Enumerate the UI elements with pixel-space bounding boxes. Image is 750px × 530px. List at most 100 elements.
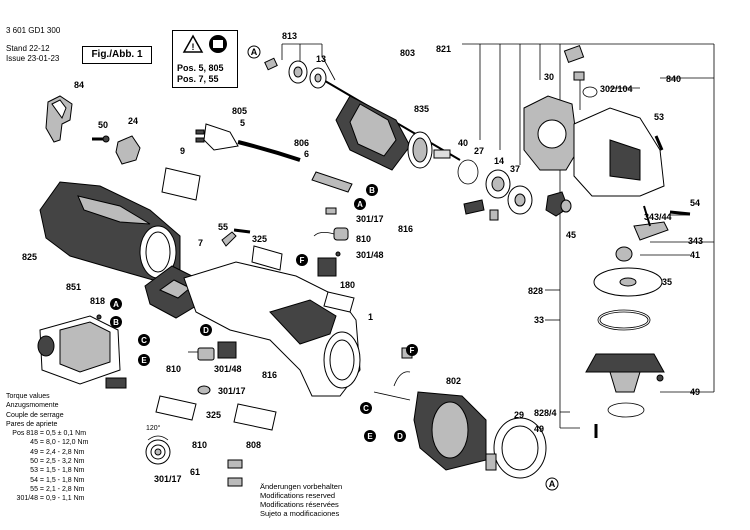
label-343: 343 (688, 236, 703, 246)
torque-heading-1: Torque values (6, 393, 50, 400)
label-61: 61 (190, 467, 200, 477)
torque-row: 301/48 =0,9 - 1,1 Nm (16, 495, 85, 503)
callout-B-left: B (113, 318, 119, 327)
torque-table: Torque values Anzugsmomente Couple de se… (6, 392, 88, 504)
label-301-17a: 301/17 (356, 214, 384, 224)
label-840: 840 (666, 74, 681, 84)
label-813: 813 (282, 31, 297, 41)
spindle-lock (563, 44, 598, 98)
label-803: 803 (400, 48, 415, 58)
issue-label: Issue (6, 54, 26, 63)
insulation-808 (233, 403, 277, 431)
label-802: 802 (446, 376, 461, 386)
callout-F-mid: F (300, 256, 305, 265)
label-816a: 816 (398, 224, 413, 234)
label-45: 45 (566, 230, 576, 240)
label-35: 35 (662, 277, 672, 287)
callout-B-mid: B (369, 186, 375, 195)
clip-301-17b (197, 385, 211, 395)
label-sheet-9 (161, 167, 201, 201)
bearing-37 (507, 185, 533, 215)
bracket-813 (281, 43, 336, 81)
motor-housing-825 (39, 181, 181, 283)
callout-A-mid: A (357, 200, 363, 209)
issue-line: Issue 23-01-23 (6, 54, 59, 64)
handle-housing-1 (183, 261, 361, 397)
ring-828-4 (607, 402, 645, 418)
label-180: 180 (340, 280, 355, 290)
electronics-module-851 (37, 314, 127, 389)
label-55: 55 (218, 222, 228, 232)
callout-D-right: D (397, 432, 403, 441)
cable-protector-806 (311, 171, 353, 193)
callout-D-left: D (203, 326, 209, 335)
gear-head-840 (573, 107, 665, 197)
bracket-7 (221, 231, 237, 247)
pos-line-1: Pos. 5, 805 (177, 63, 224, 73)
bolt-54 (669, 210, 691, 216)
label-49a: 49 (690, 387, 700, 397)
insulation-325a (251, 245, 283, 271)
warning-icon (182, 34, 204, 53)
callout-A-bottom: A (549, 479, 556, 489)
torque-heading-4: Pares de apriete (6, 420, 58, 428)
label-40: 40 (458, 138, 468, 148)
flange-35 (593, 267, 663, 297)
label-818: 818 (90, 296, 105, 306)
figure-label: Fig./Abb. 1 (82, 46, 152, 64)
note-en: Modifications reserved (260, 491, 336, 500)
capacitor-810 (317, 251, 341, 277)
label-84: 84 (74, 80, 84, 90)
callout-E-right: E (367, 432, 373, 441)
insulation-325b (155, 395, 197, 421)
torque-row: 50 =2,5 - 3,2 Nm (30, 458, 85, 466)
torque-row: Pos 818 =0,5 ± 0,1 Nm (12, 430, 87, 438)
stand-label: Stand (6, 44, 27, 53)
bearing-27 (485, 169, 511, 199)
label-325a: 325 (252, 234, 267, 244)
callout-E-left: E (141, 356, 147, 365)
label-343-44: 343/44 (644, 212, 672, 222)
pinion-gear-45 (545, 191, 572, 217)
pos-line-2: Pos. 7, 55 (177, 74, 219, 84)
screw-53 (654, 135, 664, 151)
label-angle: 120° (146, 424, 161, 432)
label-325b: 325 (206, 410, 221, 420)
torque-row: 45 =8,0 - 12,0 Nm (30, 439, 89, 447)
label-1: 1 (368, 312, 373, 322)
bevel-gear (585, 353, 665, 393)
label-9: 9 (180, 146, 185, 156)
label-41: 41 (690, 250, 700, 260)
switch-810a (313, 207, 349, 241)
label-828-4: 828/4 (534, 408, 557, 418)
torque-heading-2: Anzugsmomente (6, 402, 59, 410)
label-6: 6 (304, 149, 309, 159)
screw-50 (92, 135, 110, 143)
callout-F-right: F (410, 346, 415, 355)
label-301-17b: 301/17 (218, 386, 246, 396)
label-27: 27 (474, 146, 484, 156)
label-180 (323, 291, 355, 313)
stand-line: Stand 22-12 (6, 44, 50, 54)
label-810a: 810 (356, 234, 371, 244)
label-301-48a: 301/48 (356, 250, 384, 260)
right-bracket-lines (462, 43, 715, 429)
safety-icons: ! (182, 34, 227, 53)
label-37: 37 (510, 164, 520, 174)
retaining-ring-40 (457, 159, 479, 185)
label-54: 54 (690, 198, 700, 208)
label-301-48b: 301/48 (214, 364, 242, 374)
stand-value: 22-12 (29, 44, 50, 53)
label-49b: 49 (534, 424, 544, 434)
label-30: 30 (544, 72, 554, 82)
part-labels: 84 50 24 9 825 851 818 813 13 803 835 80… (22, 31, 703, 484)
clip-61 (227, 459, 243, 487)
label-821: 821 (436, 44, 451, 54)
key-14 (463, 199, 499, 221)
power-cable-805 (195, 123, 301, 162)
note-es: Sujeto a modificaciones (260, 509, 340, 518)
clip-24 (115, 135, 141, 165)
callout-A-left: A (113, 300, 119, 309)
label-53: 53 (654, 112, 664, 122)
modification-notes: Änderungen vorbehalten Modifications res… (260, 482, 342, 518)
